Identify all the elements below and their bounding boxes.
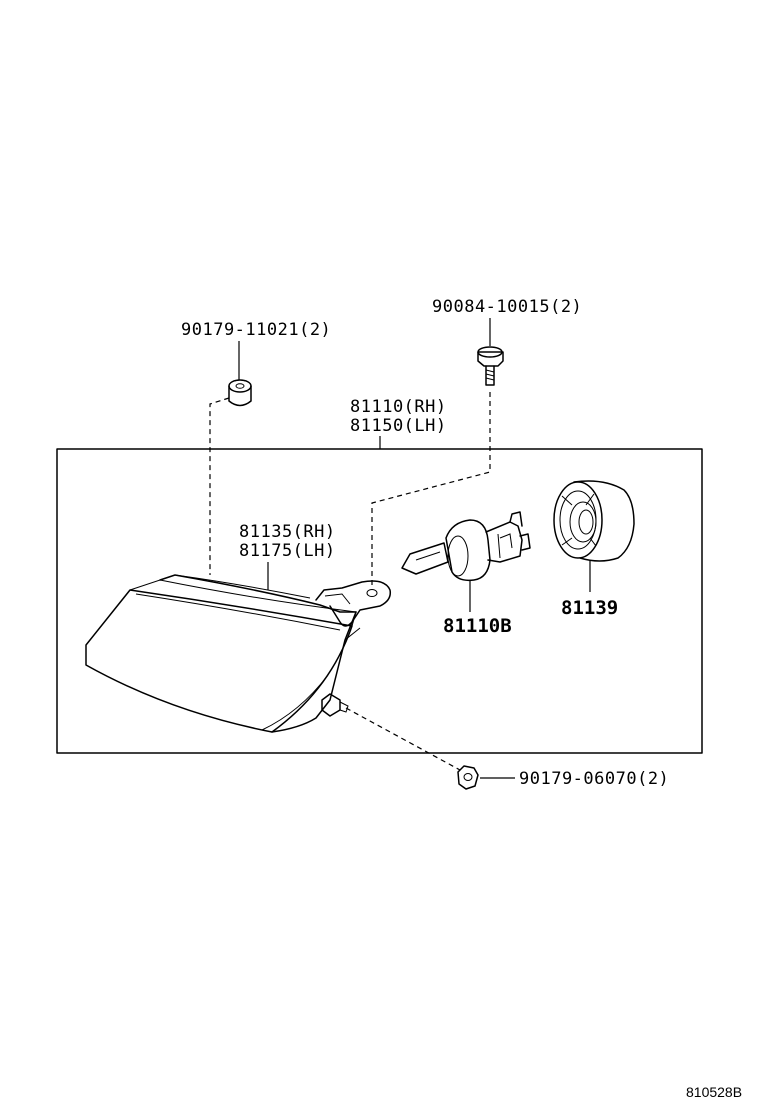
label-assy-lh: 81150(LH) bbox=[350, 416, 447, 436]
label-bulb: 81110B bbox=[443, 615, 512, 637]
nut-top-icon bbox=[228, 379, 252, 407]
bulb-icon bbox=[401, 511, 531, 582]
dashed-path-bolt bbox=[371, 392, 491, 590]
bolt-icon bbox=[477, 346, 504, 386]
dashed-path-nut-bottom bbox=[345, 707, 461, 771]
label-lens-rh: 81135(RH) bbox=[239, 522, 336, 542]
label-socket-cover: 81139 bbox=[561, 597, 618, 619]
headlamp-housing-icon bbox=[85, 574, 392, 733]
socket-cover-icon bbox=[553, 480, 635, 562]
figure-code: 810528B bbox=[686, 1084, 742, 1100]
nut-bottom-icon bbox=[457, 765, 479, 790]
label-bolt: 90084-10015(2) bbox=[432, 297, 582, 317]
label-lens-lh: 81175(LH) bbox=[239, 541, 336, 561]
label-nut-bottom: 90179-06070(2) bbox=[519, 769, 669, 789]
label-assy-rh: 81110(RH) bbox=[350, 397, 447, 417]
dashed-path-nut-top bbox=[209, 397, 230, 575]
label-nut-top: 90179-11021(2) bbox=[181, 320, 331, 340]
